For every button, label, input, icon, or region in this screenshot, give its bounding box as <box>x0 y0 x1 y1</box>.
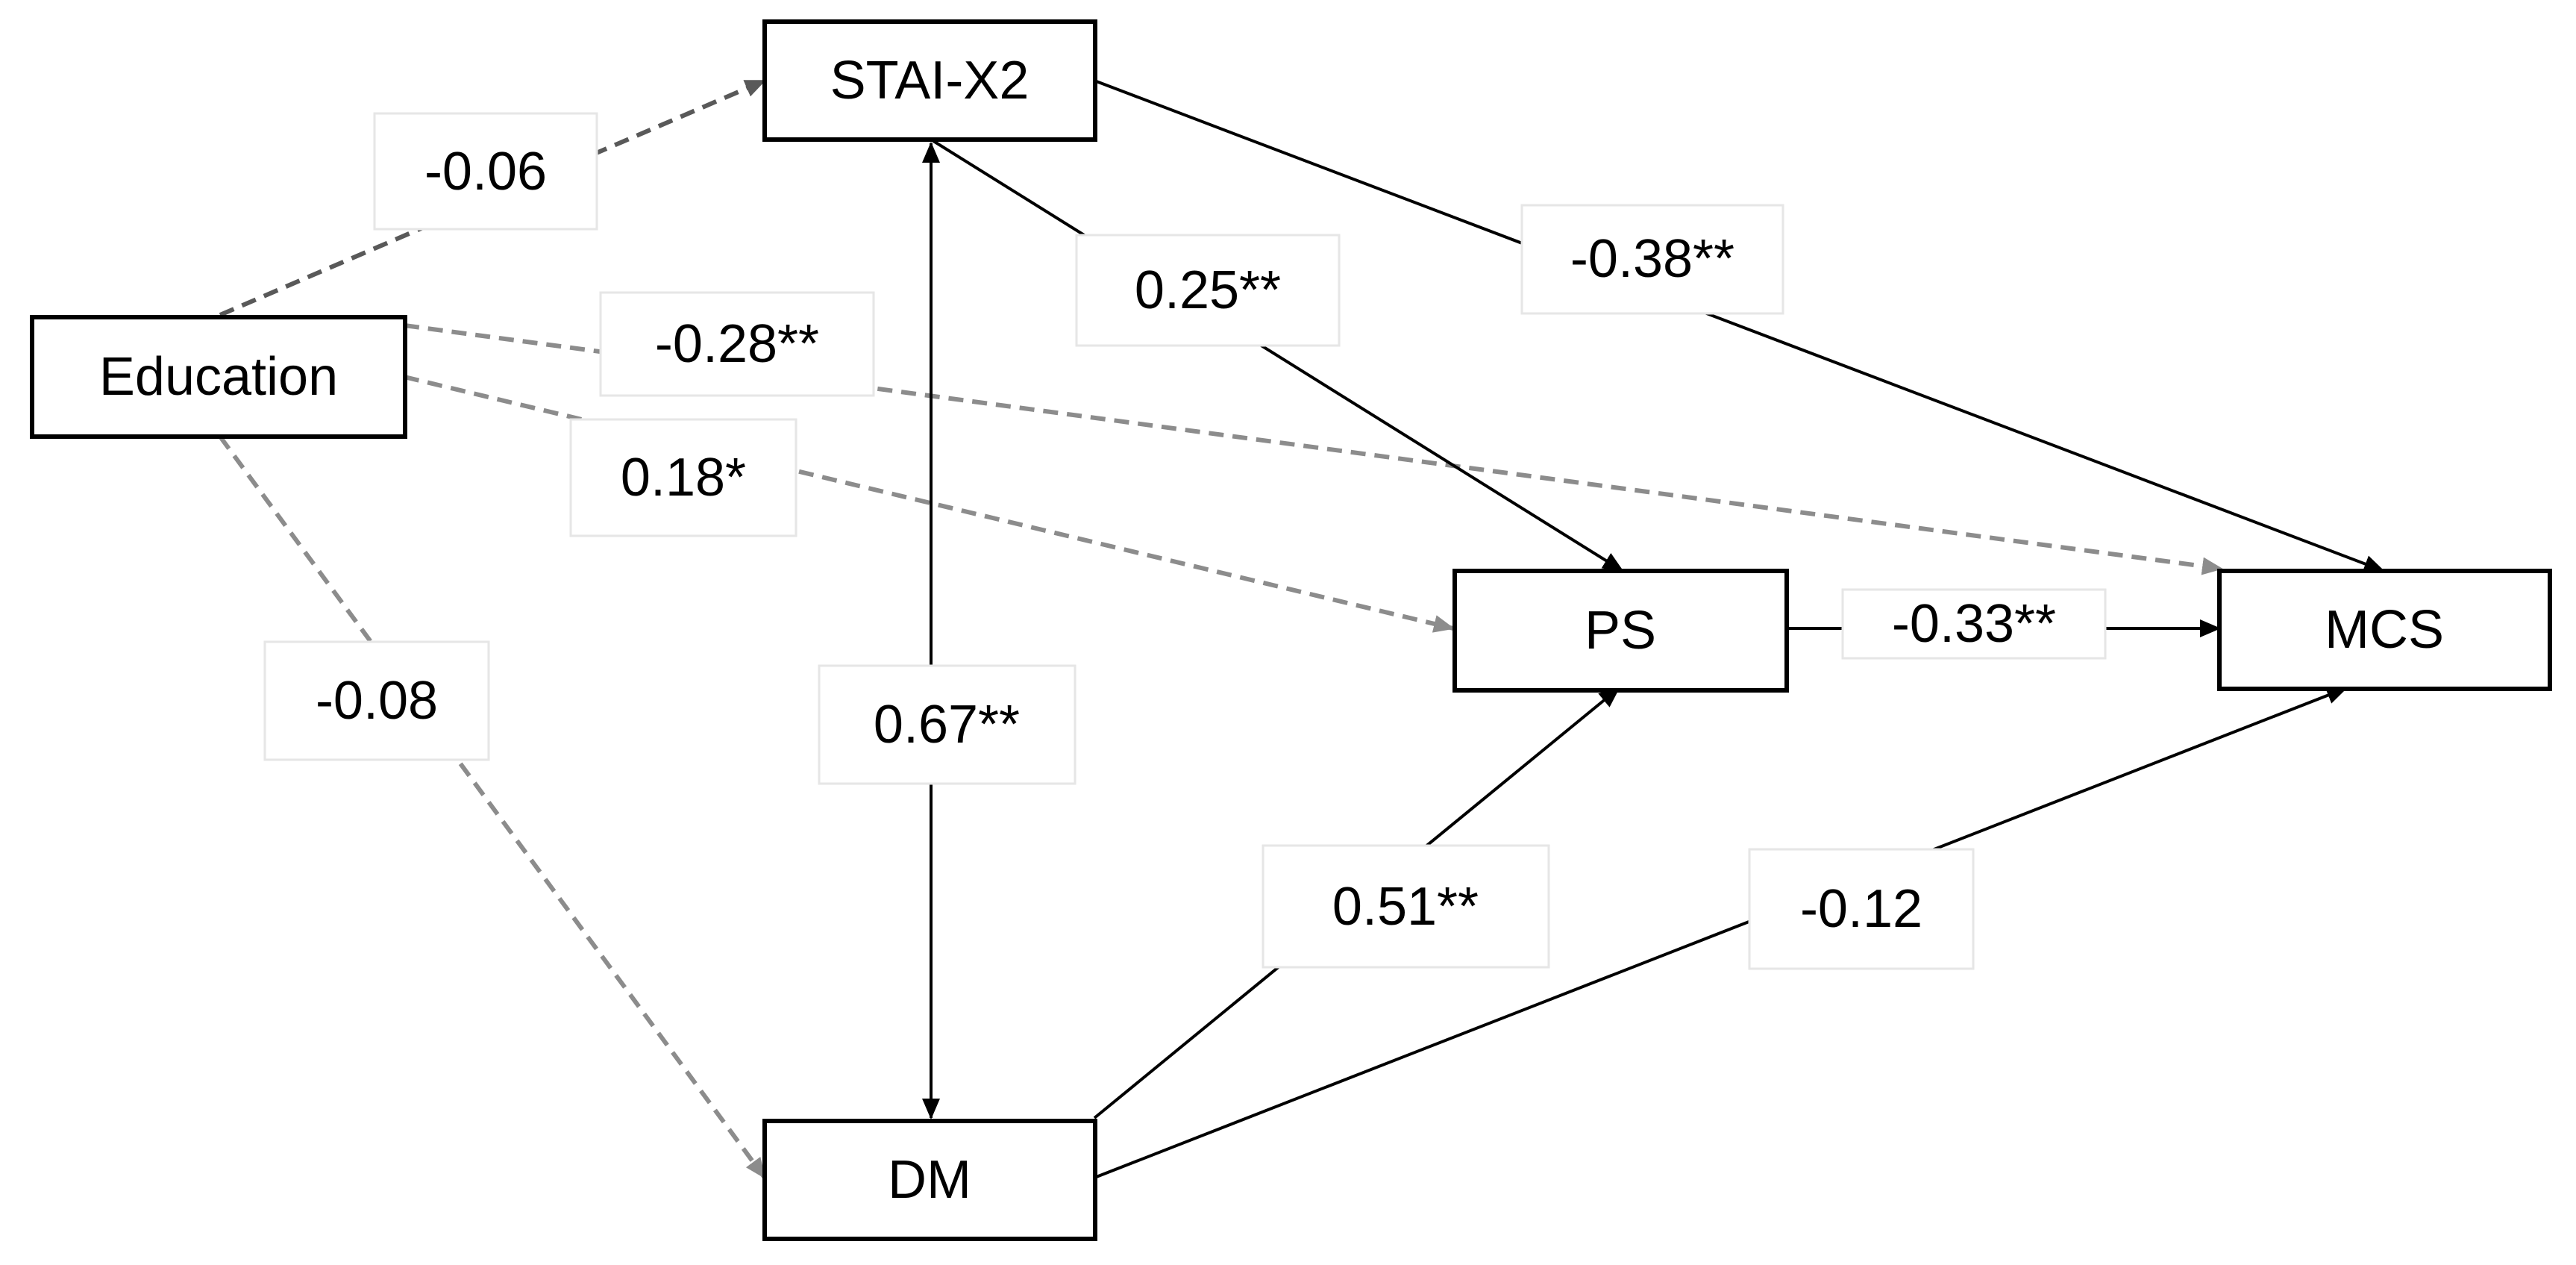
coef-education-mcs-text: -0.28** <box>655 314 819 374</box>
node-ps: PS <box>1452 569 1789 693</box>
coef-stai-mcs-text: -0.38** <box>1570 229 1734 289</box>
node-ps-label: PS <box>1585 601 1656 660</box>
node-stai-x2: STAI-X2 <box>762 19 1097 142</box>
coef-education-dm-text: -0.08 <box>316 671 438 731</box>
coef-dm-mcs: -0.12 <box>1748 848 1975 970</box>
coef-stai-dm: 0.67** <box>818 664 1077 785</box>
coef-education-ps: 0.18* <box>569 418 797 537</box>
coef-education-stai-text: -0.06 <box>424 142 547 202</box>
coef-dm-mcs-text: -0.12 <box>1800 879 1922 939</box>
node-stai-x2-label: STAI-X2 <box>830 51 1030 110</box>
coef-stai-mcs: -0.38** <box>1520 204 1784 315</box>
node-mcs-label: MCS <box>2325 600 2444 660</box>
coef-stai-dm-text: 0.67** <box>874 695 1020 755</box>
edge-education-ps <box>404 375 1455 633</box>
coef-education-ps-text: 0.18* <box>621 448 746 507</box>
node-education-label: Education <box>99 347 338 407</box>
coef-ps-mcs-text: -0.33** <box>1892 594 2056 654</box>
edge-education-mcs <box>404 323 2223 575</box>
edge-dm-mcs <box>1094 687 2348 1179</box>
coef-education-dm: -0.08 <box>263 640 490 761</box>
coef-dm-ps-text: 0.51** <box>1332 877 1479 937</box>
coef-stai-ps-text: 0.25** <box>1135 260 1281 320</box>
node-mcs: MCS <box>2217 569 2552 691</box>
edge-stai-mcs <box>1094 79 2385 572</box>
edge-stai-ps <box>930 138 1624 572</box>
node-dm: DM <box>762 1119 1097 1241</box>
coef-stai-ps: 0.25** <box>1075 234 1341 347</box>
coef-education-mcs: -0.28** <box>599 291 875 397</box>
coef-ps-mcs: -0.33** <box>1841 588 2107 660</box>
coef-dm-ps: 0.51** <box>1262 844 1550 969</box>
node-dm-label: DM <box>888 1150 971 1210</box>
edge-education-dm <box>218 435 767 1179</box>
coef-education-stai: -0.06 <box>373 112 598 231</box>
node-education: Education <box>30 315 407 439</box>
